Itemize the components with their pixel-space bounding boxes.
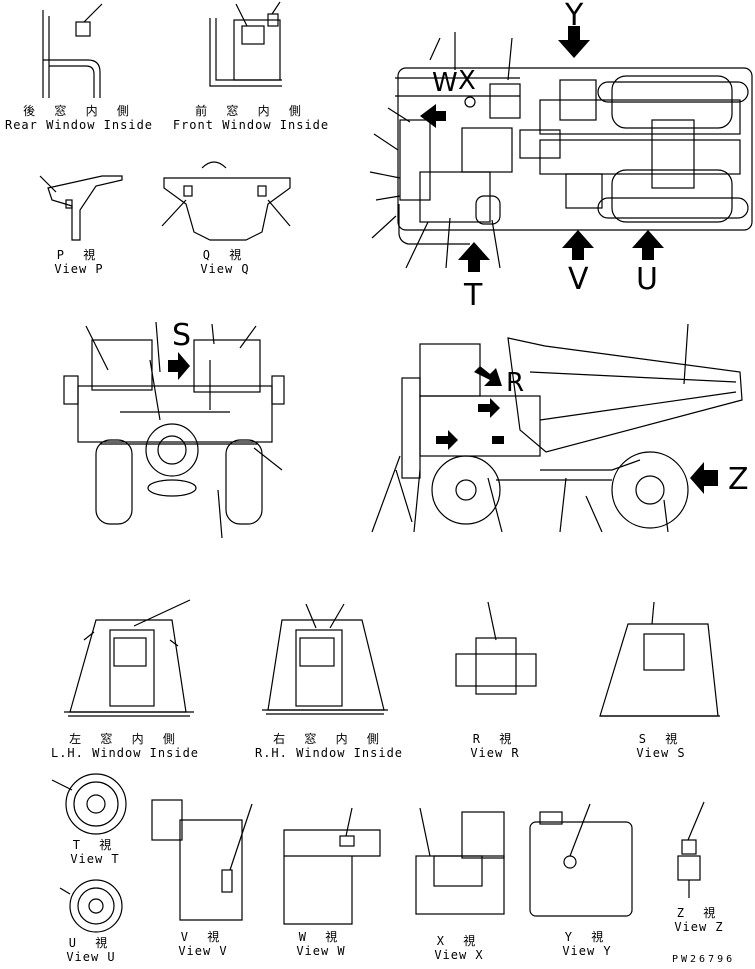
arrow-y	[558, 26, 590, 58]
view-s-cab	[599, 601, 720, 717]
view-p-bracket	[39, 175, 123, 241]
arrow-u	[632, 230, 664, 260]
arrow-side-3	[436, 430, 458, 450]
view-x-box	[415, 807, 505, 915]
letter-x: X	[458, 66, 476, 96]
arrow-side-4	[484, 434, 504, 444]
view-q-panel	[161, 161, 291, 241]
arrow-side-2	[478, 398, 500, 418]
drawing-code: PW26796	[672, 954, 736, 965]
arrow-side-1	[474, 366, 502, 386]
letter-y: Y	[565, 0, 584, 33]
view-w-frame	[283, 807, 381, 925]
letter-r: R	[506, 368, 525, 398]
letter-u: U	[636, 262, 658, 297]
arrow-z	[690, 462, 718, 494]
view-r-plate	[455, 601, 537, 695]
arrow-s	[168, 352, 190, 380]
truck-top-view	[369, 32, 753, 269]
view-y-tank	[529, 803, 633, 917]
arrow-t	[458, 242, 490, 272]
rh-window-cab	[262, 603, 388, 715]
lh-window-cab	[64, 599, 194, 717]
rear-window-detail	[42, 3, 103, 98]
view-u-wheel	[59, 879, 123, 933]
view-v-bracket	[151, 799, 253, 921]
letter-v: V	[568, 262, 589, 297]
view-t-wheel	[51, 773, 127, 835]
truck-rear-view	[63, 321, 285, 539]
front-window-detail	[209, 1, 282, 87]
arrow-v	[562, 230, 594, 260]
letter-z: Z	[728, 462, 749, 497]
letter-t: T	[464, 278, 483, 313]
letter-w: W	[432, 68, 458, 98]
letter-s: S	[172, 318, 192, 353]
view-z-connector	[677, 801, 705, 898]
arrow-w	[420, 104, 446, 128]
truck-side-view	[371, 323, 743, 533]
